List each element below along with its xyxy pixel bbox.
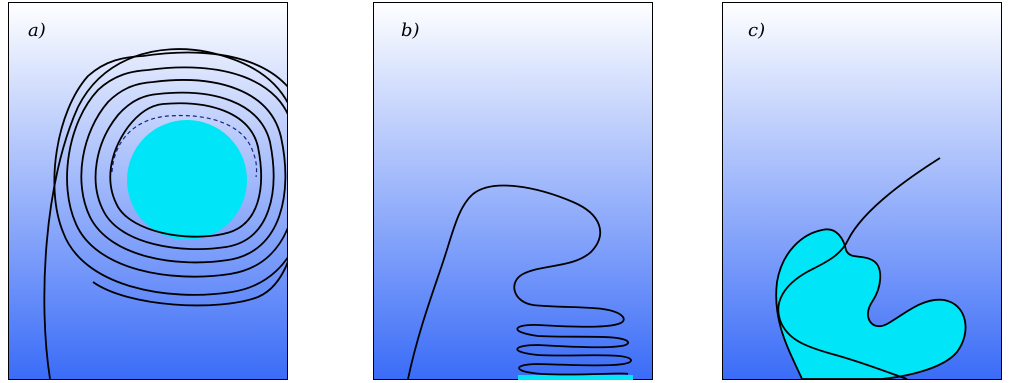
panel-label: a) — [28, 20, 46, 41]
panel-label: c) — [748, 20, 765, 41]
spiral-ring-4 — [66, 66, 288, 278]
spiral-curves — [43, 48, 288, 380]
panel-a: a) — [8, 2, 288, 380]
panel-b: b) — [373, 2, 653, 380]
spiral-ring-5 — [53, 51, 288, 296]
dashed-orbit — [111, 114, 258, 178]
folded-curve — [407, 184, 632, 380]
panel-a-diagram: a) — [8, 2, 288, 380]
panel-label: b) — [401, 20, 420, 41]
cyan-disk — [127, 120, 247, 240]
panel-b-diagram: b) — [373, 2, 653, 380]
spiral-ring-1 — [109, 102, 262, 238]
panel-c: c) — [722, 2, 1002, 380]
spiral-ring-2 — [94, 91, 275, 250]
panel-c-diagram: c) — [722, 2, 1002, 380]
crossing-curve — [777, 157, 941, 380]
spiral-tail — [43, 48, 288, 380]
cyan-blob — [775, 228, 967, 380]
spiral-ring-3 — [80, 79, 287, 264]
cyan-boundary-strip — [518, 375, 633, 380]
